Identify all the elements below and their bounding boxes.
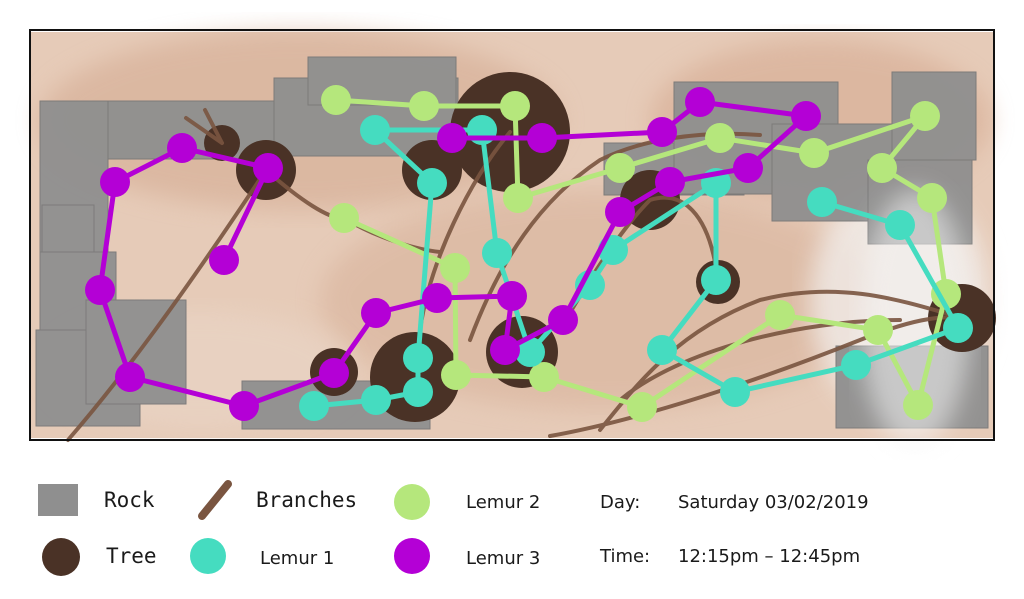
lemur3-point [437, 123, 467, 153]
lemur2-point [917, 183, 947, 213]
lemur1-point [515, 337, 545, 367]
lemur1-point [841, 350, 871, 380]
tree [370, 332, 460, 422]
lemur2-point [863, 315, 893, 345]
legend-rock-label: Rock [104, 488, 155, 512]
lemur3-swatch [394, 538, 430, 574]
day-value: Saturday 03/02/2019 [678, 492, 869, 513]
branch [184, 108, 224, 145]
lemur3-point [361, 298, 391, 328]
branch-swatch [198, 480, 232, 520]
lemur3-point [685, 87, 715, 117]
lemur3-point [100, 167, 130, 197]
lemur2-point [605, 153, 635, 183]
lemur1-point [299, 391, 329, 421]
lemur2-point [500, 91, 530, 121]
lemur3-point [422, 283, 452, 313]
lemur3-point [490, 335, 520, 365]
legend-lemur1-label: Lemur 1 [260, 548, 335, 569]
lemur3-point [253, 153, 283, 183]
lemur1-point [701, 265, 731, 295]
lemur3-point [647, 117, 677, 147]
lemur1-point [361, 385, 391, 415]
lemur3-point [85, 275, 115, 305]
lemur2-track [321, 85, 961, 422]
lemur2-point [910, 101, 940, 131]
lemur2-swatch [394, 484, 430, 520]
lemur2-point [440, 253, 470, 283]
lemur3-point [791, 101, 821, 131]
legend-lemur2-label: Lemur 2 [466, 492, 541, 513]
lemur3-point [209, 245, 239, 275]
lemur3-point [497, 281, 527, 311]
branch [548, 315, 964, 438]
lemur2-point [799, 138, 829, 168]
rock-swatch [38, 484, 78, 516]
lemur1-path [375, 127, 962, 395]
lemur2-point [321, 85, 351, 115]
lemur1-point [403, 377, 433, 407]
lemur2-point [529, 362, 559, 392]
lemur3-point [167, 133, 197, 163]
time-label: Time: [600, 546, 651, 567]
lemur3-point [605, 197, 635, 227]
lemur1-swatch [190, 538, 226, 574]
lemur2-point [765, 300, 795, 330]
lemur1-point [403, 343, 433, 373]
legend-tree-label: Tree [106, 544, 157, 568]
lemur1-point [417, 168, 447, 198]
lemur3-point [319, 358, 349, 388]
lemur2-point [503, 183, 533, 213]
day-label: Day: [600, 492, 641, 513]
lemur1-point [807, 187, 837, 217]
lemur1-track [299, 115, 973, 421]
lemur2-point [441, 360, 471, 390]
lemur2-point [627, 392, 657, 422]
lemur2-point [705, 123, 735, 153]
branch [468, 131, 762, 342]
lemur1-point [647, 335, 677, 365]
lemur2-point [867, 153, 897, 183]
lemur3-point [527, 123, 557, 153]
time-value: 12:15pm – 12:45pm [678, 546, 861, 567]
lemur1-point [885, 210, 915, 240]
lemur2-point [329, 203, 359, 233]
lemur3-point [733, 153, 763, 183]
lemur1-point [575, 270, 605, 300]
lemur3-point [655, 167, 685, 197]
lemur1-point [720, 377, 750, 407]
enclosure-border [29, 29, 995, 441]
lemur3-track [85, 87, 821, 421]
enclosure-map [29, 29, 996, 450]
lemur2-point [931, 279, 961, 309]
branch [66, 168, 268, 442]
legend-branches-label: Branches [256, 488, 358, 512]
lemur3-point [548, 305, 578, 335]
lemur1-point [360, 115, 390, 145]
lemur2-point [409, 91, 439, 121]
lemur3-point [115, 362, 145, 392]
lemur2-point [903, 390, 933, 420]
branches [66, 108, 964, 442]
tree-swatch [42, 538, 80, 576]
lemur1-point [482, 238, 512, 268]
lemur3-point [229, 391, 259, 421]
lemur1-point [943, 313, 973, 343]
legend-lemur3-label: Lemur 3 [466, 548, 541, 569]
